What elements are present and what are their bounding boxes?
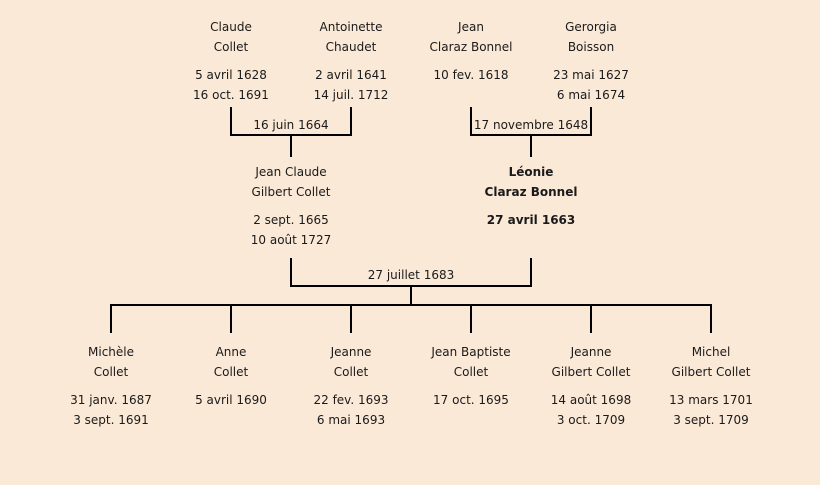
person-last-name: Gilbert Collet	[251, 185, 331, 199]
person-first-name: Antoinette	[319, 20, 383, 34]
person-dates: 5 avril 1628 16 oct. 1691	[171, 65, 291, 105]
connector-line	[710, 304, 712, 333]
death-date: 3 sept. 1691	[73, 413, 149, 427]
death-date: 14 juil. 1712	[313, 88, 389, 102]
death-date: 16 oct. 1691	[193, 88, 269, 102]
birth-date: 13 mars 1701	[669, 393, 753, 407]
person-dates: 27 avril 1663	[471, 210, 591, 230]
death-date: 10 août 1727	[250, 233, 332, 247]
connector-line	[470, 304, 472, 333]
connector-line	[530, 258, 532, 287]
birth-date: 2 sept. 1665	[253, 213, 329, 227]
person-first-name: Léonie	[508, 165, 554, 179]
person-first-name: Jeanne	[570, 345, 612, 359]
person-first-name: Jean Claude	[255, 165, 327, 179]
person-dates: 17 oct. 1695	[411, 390, 531, 410]
marriage-date: 16 juin 1664	[253, 118, 329, 132]
person-last-name: Collet	[213, 40, 249, 54]
connector-line	[350, 304, 352, 333]
birth-date: 5 avril 1628	[195, 68, 267, 82]
person-last-name: Gilbert Collet	[671, 365, 751, 379]
connector-line	[110, 304, 112, 333]
person-dates: 2 avril 1641 14 juil. 1712	[291, 65, 411, 105]
connector-line	[350, 107, 352, 136]
birth-date: 5 avril 1690	[195, 393, 267, 407]
death-date: 6 mai 1674	[556, 88, 626, 102]
person-last-name: Claraz Bonnel	[429, 40, 513, 54]
connector-line	[530, 134, 532, 157]
person-dates: 5 avril 1690	[171, 390, 291, 410]
person-last-name: Chaudet	[325, 40, 377, 54]
person-dates: 14 août 1698 3 oct. 1709	[531, 390, 651, 430]
birth-date: 23 mai 1627	[553, 68, 629, 82]
person-last-name: Gilbert Collet	[551, 365, 631, 379]
connector-line	[290, 134, 292, 157]
birth-date: 10 fev. 1618	[433, 68, 509, 82]
connector-line	[470, 107, 472, 136]
connector-line	[590, 107, 592, 136]
birth-date: 17 oct. 1695	[433, 393, 509, 407]
person-dates: 23 mai 1627 6 mai 1674	[531, 65, 651, 105]
birth-date: 22 fev. 1693	[313, 393, 389, 407]
connector-line	[230, 304, 232, 333]
person-first-name: Jeanne	[330, 345, 372, 359]
person-first-name: Michèle	[88, 345, 134, 359]
person-last-name: Collet	[213, 365, 249, 379]
person-first-name: Gerorgia	[565, 20, 617, 34]
person-last-name: Boisson	[567, 40, 615, 54]
connector-line	[590, 304, 592, 333]
birth-date: 2 avril 1641	[315, 68, 387, 82]
person-dates: 10 fev. 1618	[411, 65, 531, 85]
person-dates: 2 sept. 1665 10 août 1727	[231, 210, 351, 250]
birth-date: 14 août 1698	[550, 393, 632, 407]
death-date: 3 oct. 1709	[556, 413, 626, 427]
death-date: 6 mai 1693	[316, 413, 386, 427]
connector-line	[110, 304, 712, 306]
death-date: 3 sept. 1709	[673, 413, 749, 427]
connector-line	[410, 285, 412, 306]
person-first-name: Jean	[458, 20, 484, 34]
marriage-date: 17 novembre 1648	[473, 118, 589, 132]
person-last-name: Claraz Bonnel	[484, 185, 578, 199]
connector-line	[290, 258, 292, 287]
person-dates: 31 janv. 1687 3 sept. 1691	[51, 390, 171, 430]
marriage-date: 27 juillet 1683	[367, 268, 455, 282]
connector-line	[230, 107, 232, 136]
person-dates: 13 mars 1701 3 sept. 1709	[651, 390, 771, 430]
person-last-name: Collet	[453, 365, 489, 379]
birth-date: 27 avril 1663	[486, 213, 576, 227]
person-last-name: Collet	[93, 365, 129, 379]
birth-date: 31 janv. 1687	[70, 393, 152, 407]
person-first-name: Jean Baptiste	[431, 345, 511, 359]
person-last-name: Collet	[333, 365, 369, 379]
person-first-name: Michel	[691, 345, 731, 359]
person-dates: 22 fev. 1693 6 mai 1693	[291, 390, 411, 430]
person-first-name: Anne	[215, 345, 247, 359]
person-first-name: Claude	[210, 20, 252, 34]
